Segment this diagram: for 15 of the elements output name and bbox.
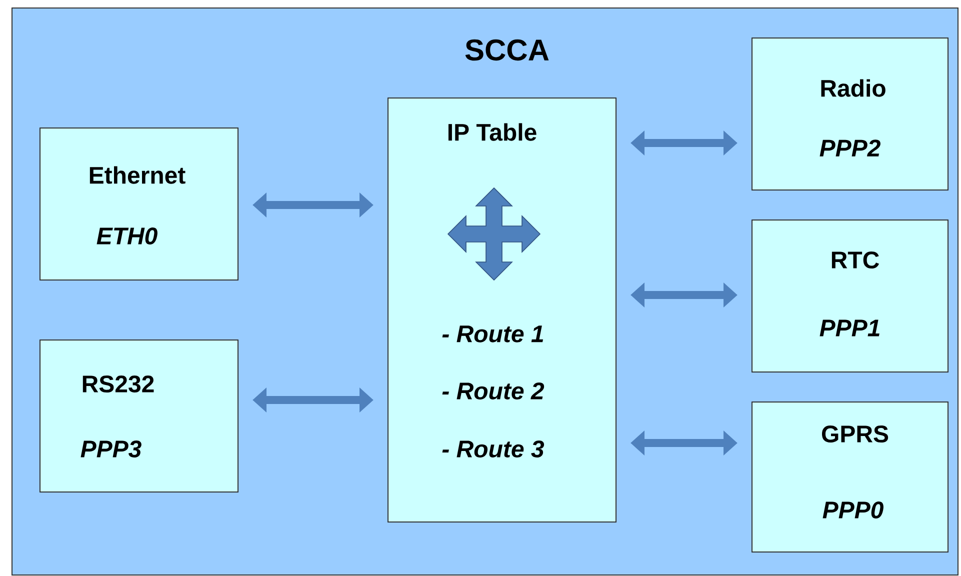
title: SCCA: [465, 39, 549, 61]
interface-label: PPP2: [820, 140, 880, 156]
interface-label: PPP0: [822, 502, 884, 518]
interface-label: PPP1: [820, 320, 880, 336]
box-heading: RTC: [832, 252, 879, 268]
route-item: - Route 3: [442, 440, 544, 458]
interface-label: PPP3: [80, 440, 142, 458]
box-heading: RS232: [82, 376, 154, 393]
box-heading: Ethernet: [90, 166, 186, 184]
route-item: - Route 2: [442, 382, 544, 400]
route-item: - Route 1: [442, 326, 544, 342]
box-heading: IP Table: [448, 123, 536, 141]
box-heading: GPRS: [822, 426, 888, 442]
interface-label: ETH0: [96, 228, 158, 244]
box-heading: Radio: [821, 79, 886, 97]
